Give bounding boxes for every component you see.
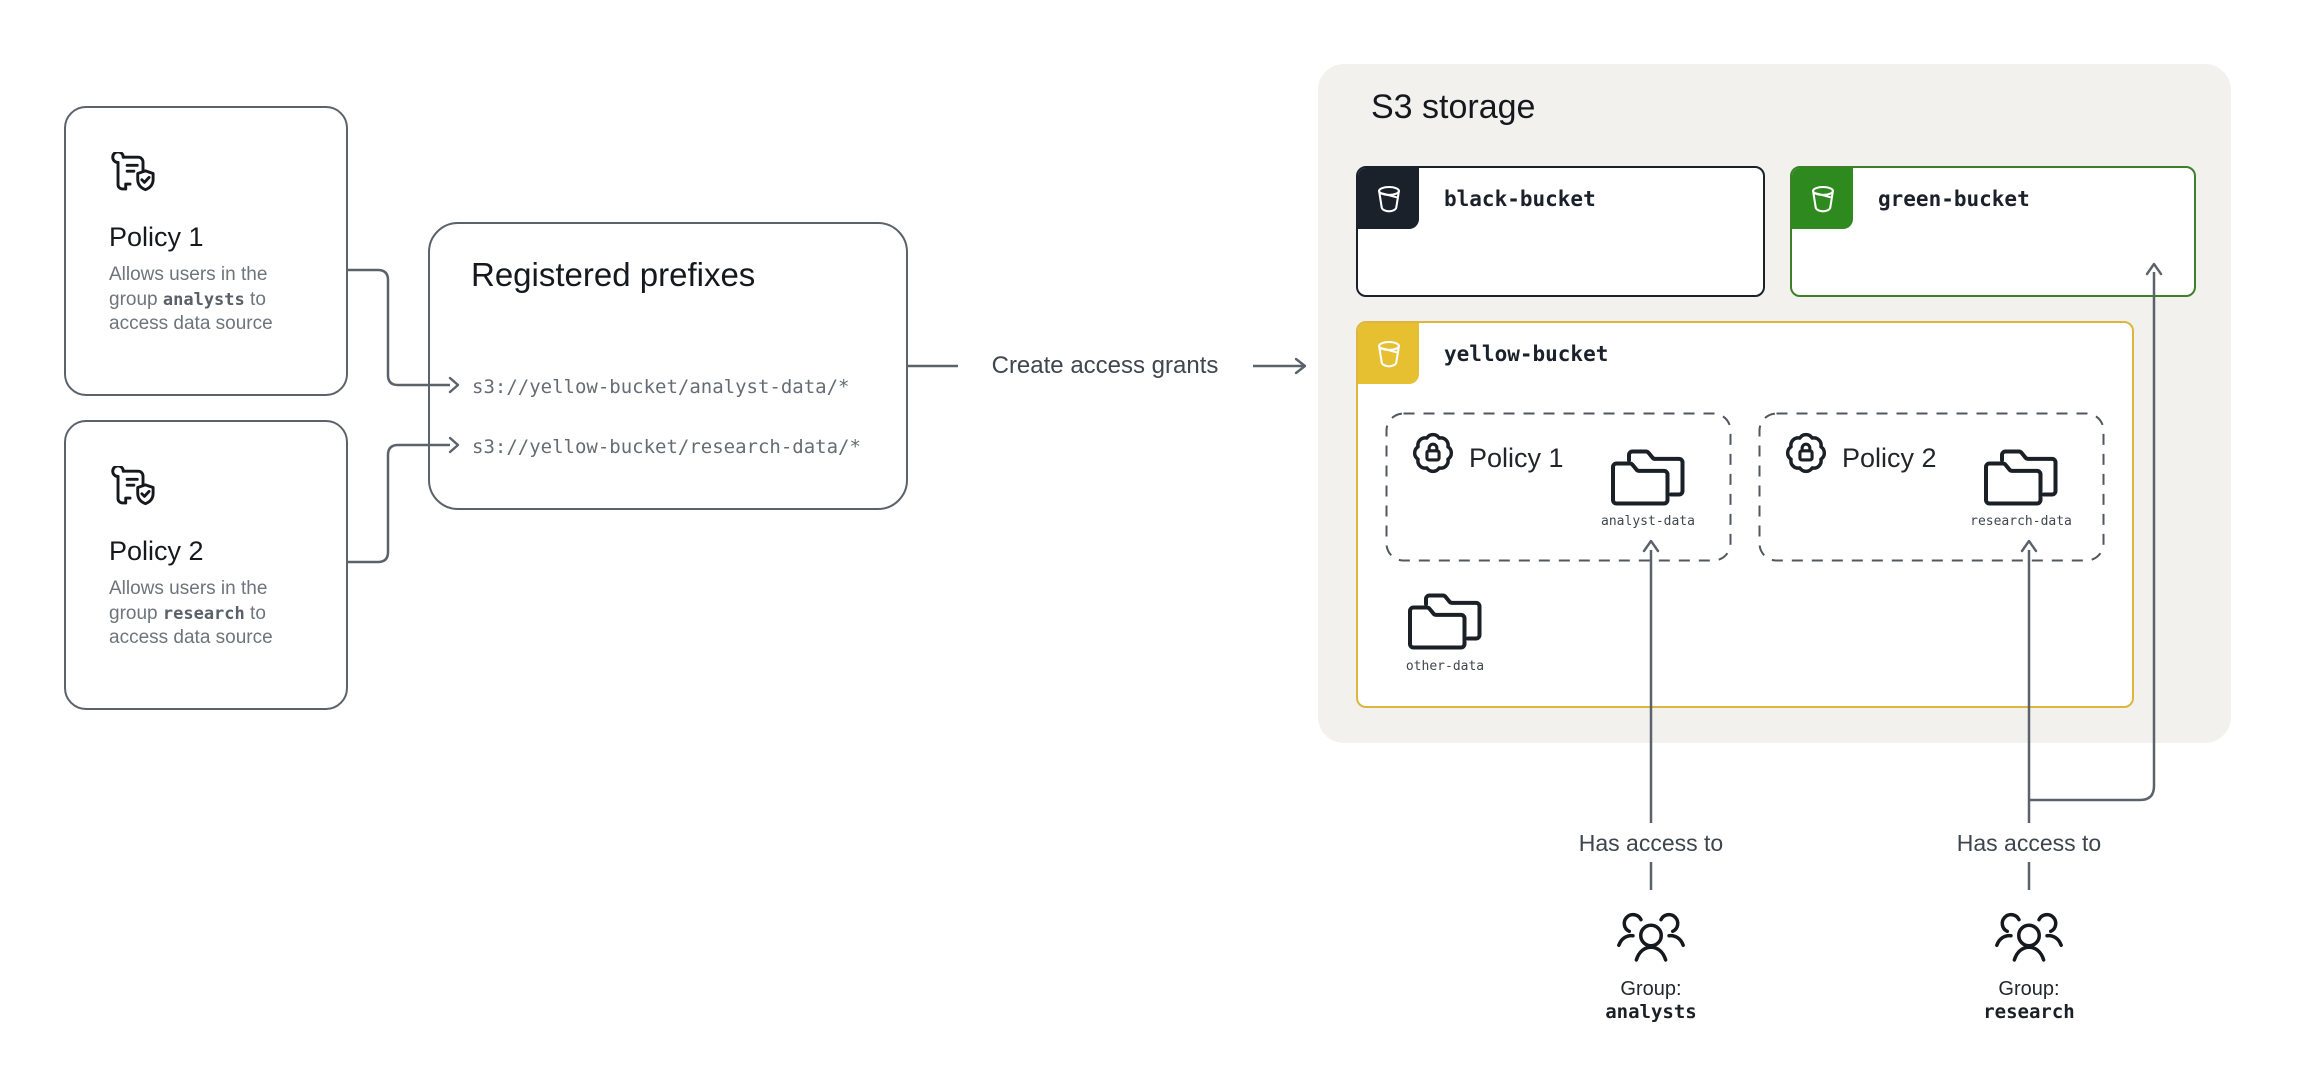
s3-storage-title: S3 storage [1371, 88, 1536, 126]
desc-group-name: research [162, 603, 245, 624]
grant-box-policy1: Policy 1 analyst-data [1385, 412, 1732, 562]
desc-text: to access data source [109, 288, 273, 335]
bucket-icon [1811, 185, 1834, 212]
grant-policy-label: Policy 1 [1469, 443, 1564, 473]
desc-text: to access data source [109, 602, 273, 649]
desc-text: Allows users in the group [109, 264, 268, 310]
desc-group-name: analysts [162, 289, 245, 310]
green-bucket-name: green-bucket [1878, 187, 2030, 211]
other-data-folder-icon [1408, 593, 1482, 650]
group-users-icon [1617, 912, 1685, 962]
black-bucket-name: black-bucket [1444, 187, 1596, 211]
has-access-label-analysts: Has access to [1578, 830, 1724, 856]
folder-icon [1611, 449, 1685, 506]
yellow-bucket-card: yellow-bucket [1356, 321, 2134, 708]
policy2-card: Policy 2 Allows users in the group resea… [64, 420, 348, 710]
policy1-description: Allows users in the group analysts to ac… [109, 263, 309, 337]
policy1-card: Policy 1 Allows users in the group analy… [64, 106, 348, 396]
group-prefix-label: Group: [1620, 978, 1682, 1000]
registered-prefixes-card: Registered prefixes s3://yellow-bucket/a… [428, 222, 908, 510]
green-bucket-card: green-bucket [1790, 166, 2196, 297]
dashed-border [1385, 412, 1732, 562]
black-bucket-card: black-bucket [1356, 166, 1765, 297]
policy-badge-lock-icon [1412, 432, 1454, 474]
prefix-item: s3://yellow-bucket/research-data/* [472, 436, 861, 458]
green-bucket-tile [1792, 168, 1853, 229]
policy-document-shield-icon [111, 466, 155, 506]
folder-caption: analyst-data [1601, 514, 1695, 529]
prefix-item: s3://yellow-bucket/analyst-data/* [472, 376, 850, 398]
black-bucket-tile [1358, 168, 1419, 229]
group-users-icon [1995, 912, 2063, 962]
group-prefix-label: Group: [1998, 978, 2060, 1000]
dashed-border [1758, 412, 2105, 562]
policy-document-shield-icon [111, 152, 155, 192]
has-access-label-research: Has access to [1956, 830, 2102, 856]
yellow-bucket-tile [1358, 323, 1419, 384]
grant-box-policy2: Policy 2 research-data [1758, 412, 2105, 562]
policy-badge-lock-icon [1785, 432, 1827, 474]
policy2-description: Allows users in the group research to ac… [109, 577, 309, 651]
policy1-title: Policy 1 [109, 222, 204, 252]
registered-prefixes-title: Registered prefixes [471, 256, 756, 293]
group-name-analysts: analysts [1605, 1001, 1697, 1023]
other-data-caption: other-data [1405, 659, 1485, 674]
desc-text: Allows users in the group [109, 578, 268, 624]
folder-caption: research-data [1970, 514, 2072, 529]
policy2-title: Policy 2 [109, 536, 204, 566]
bucket-icon [1377, 185, 1400, 212]
bucket-icon [1377, 340, 1400, 367]
yellow-bucket-name: yellow-bucket [1444, 342, 1609, 366]
grant-policy-label: Policy 2 [1842, 443, 1937, 473]
create-access-grants-label: Create access grants [991, 352, 1219, 379]
group-name-research: research [1983, 1001, 2075, 1023]
folder-icon [1984, 449, 2058, 506]
